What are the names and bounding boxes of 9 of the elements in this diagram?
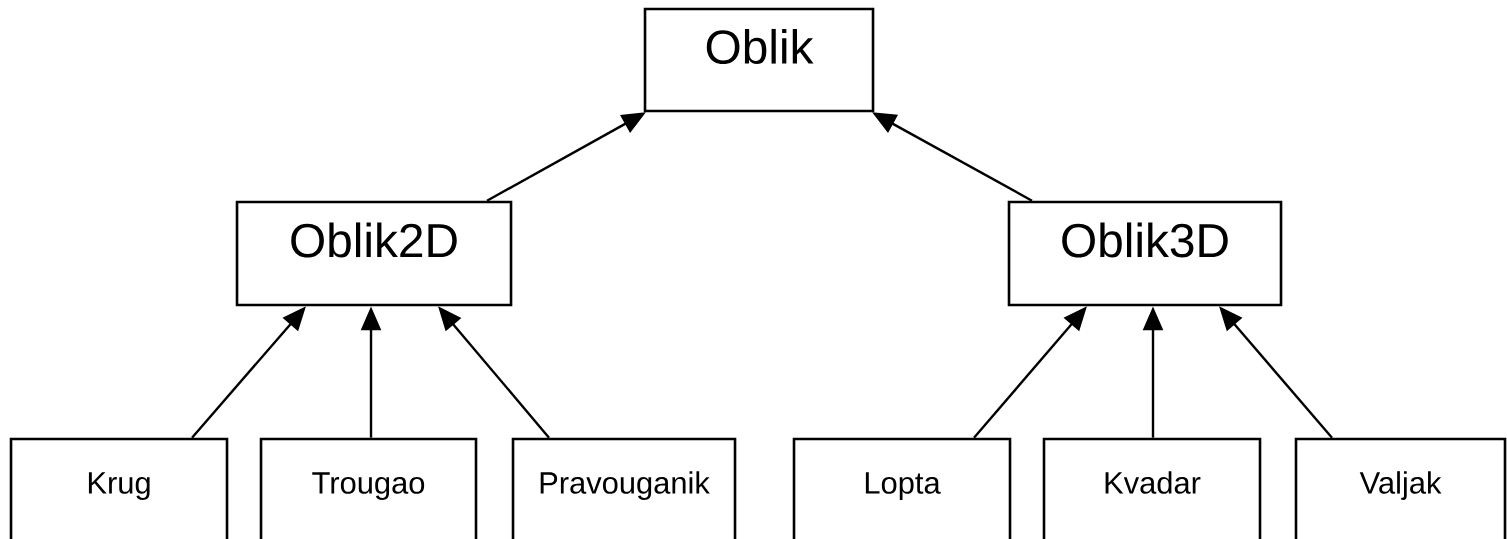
class-box: Oblik2D: [235, 200, 513, 307]
class-box: Oblik: [643, 7, 875, 113]
class-box: Trougao: [259, 437, 478, 539]
class-box: Krug: [9, 437, 229, 539]
class-box: Oblik3D: [1007, 200, 1283, 307]
class-box: Pravouganik: [511, 437, 737, 539]
class-box: Lopta: [792, 437, 1012, 539]
class-box: Valjak: [1294, 437, 1507, 539]
class-box: Kvadar: [1042, 437, 1262, 539]
